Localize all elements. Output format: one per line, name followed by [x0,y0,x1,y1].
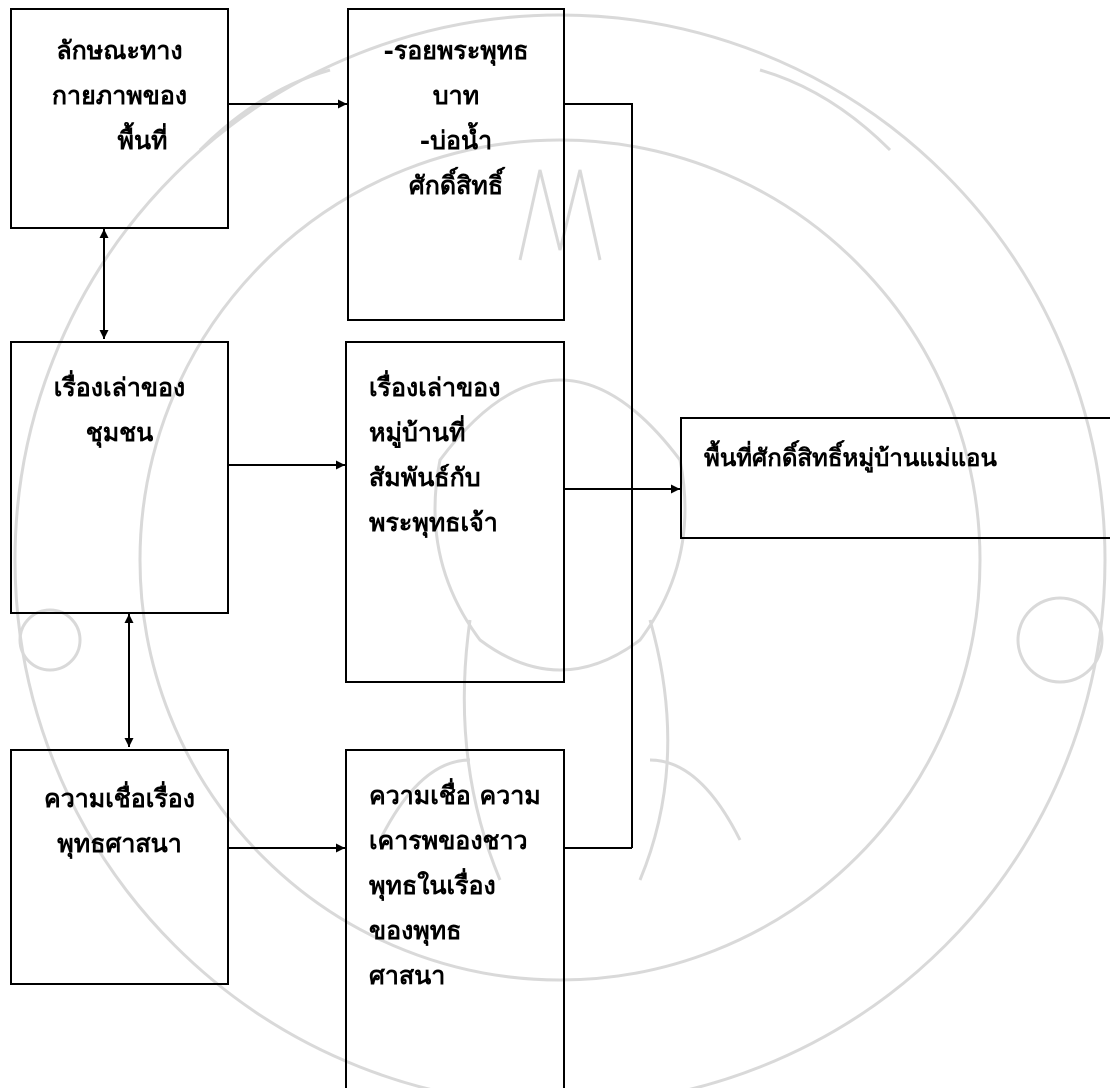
box-village-story: เรื่องเล่าของ หมู่บ้านที่ สัมพันธ์กับ พร… [345,341,565,683]
box-physical-line-3: พื้นที่ [117,126,168,155]
box-village-line-3: สัมพันธ์กับ [369,463,481,492]
box-footprint-line-1: -รอยพระพุทธ [383,36,529,65]
box-community-story: เรื่องเล่าของ ชุมชน [10,341,229,614]
box-faith-respect: ความเชื่อ ความ เคารพของชาว พุทธในเรื่อง … [345,749,565,1088]
box-belief-line-2: พุทธศาสนา [57,829,182,858]
box-footprint-line-3: -บ่อน้ำ [419,126,493,155]
box-footprint-line-4: ศักดิ์สิทธิ์ [408,171,504,200]
box-village-line-1: เรื่องเล่าของ [369,373,501,402]
box-footprint-line-2: บาท [432,81,480,110]
box-belief-line-1: ความเชื่อเรื่อง [43,784,195,813]
box-faith-line-4: ของพุทธ [369,916,462,945]
box-faith-line-2: เคารพของชาว [369,826,528,855]
box-physical-features: ลักษณะทาง กายภาพของ พื้นที่ [10,8,229,229]
box-physical-line-1: ลักษณะทาง [56,36,183,65]
box-village-line-4: พระพุทธเจ้า [369,508,498,537]
box-community-line-2: ชุมชน [85,418,154,447]
connector-footprint [564,103,633,848]
box-sacred-line-1: พื้นที่ศักดิ์สิทธิ์หมู่บ้านแม่แอน [704,443,997,472]
box-faith-line-5: ศาสนา [369,961,446,990]
box-community-line-1: เรื่องเล่าของ [53,373,186,402]
box-faith-line-1: ความเชื่อ ความ [369,781,541,810]
box-sacred-area: พื้นที่ศักดิ์สิทธิ์หมู่บ้านแม่แอน [680,417,1110,539]
box-footprint-well: -รอยพระพุทธ บาท -บ่อน้ำ ศักดิ์สิทธิ์ [347,8,565,321]
box-faith-line-3: พุทธในเรื่อง [369,871,496,900]
box-buddhism-belief: ความเชื่อเรื่อง พุทธศาสนา [10,749,229,985]
box-village-line-2: หมู่บ้านที่ [369,418,466,447]
box-physical-line-2: กายภาพของ [51,81,188,110]
